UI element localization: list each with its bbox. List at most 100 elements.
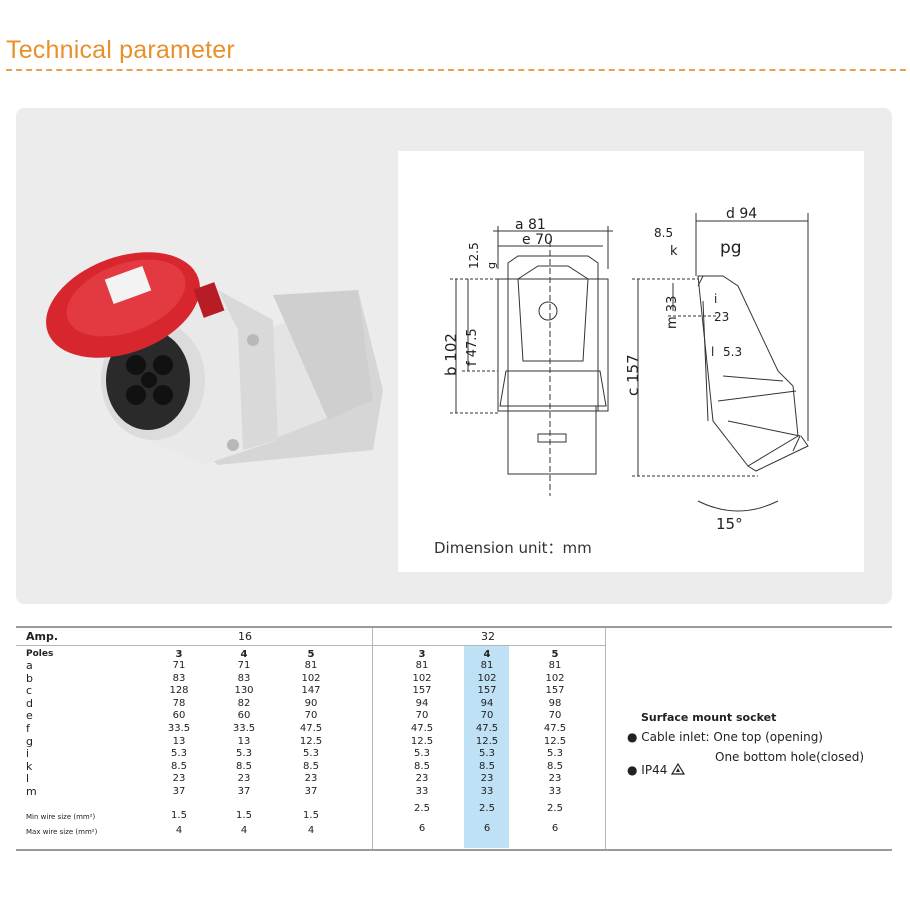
cable-inlet-text: Cable inlet: One top (opening) — [641, 730, 823, 744]
dimension-unit: Dimension unit：mm — [434, 539, 592, 557]
table-cell: 5.3 — [414, 748, 430, 759]
table-cell: 71 — [237, 660, 251, 671]
table-cell: 5.3 — [547, 748, 563, 759]
table-cell: 83 — [172, 673, 186, 684]
table-cell: 23 — [237, 773, 251, 784]
ip-rating-text: IP44 — [641, 763, 668, 777]
table-cell: 33.5 — [167, 723, 191, 734]
min-wire-value: 1.5 — [236, 810, 252, 821]
poles-value: 4 — [483, 649, 491, 660]
table-cell: 47.5 — [543, 723, 567, 734]
notes-panel: Surface mount socket ● Cable inlet: One … — [624, 628, 892, 849]
table-cell: 13 — [237, 736, 251, 747]
min-wire-value: 1.5 — [303, 810, 319, 821]
table-cell: 12.5 — [410, 736, 434, 747]
dimension-drawing-svg: a 81 e 70 12.5 g b 102 f 47.5 d 94 8.5 k… — [442, 206, 809, 533]
max-wire-value: 6 — [418, 823, 426, 834]
row-label: d — [26, 697, 33, 710]
table-cell: 81 — [480, 660, 494, 671]
table-cell: 70 — [415, 710, 429, 721]
min-wire-value: 2.5 — [479, 803, 495, 814]
poles-value: 3 — [418, 649, 426, 660]
dim-l-value: 5.3 — [723, 345, 742, 359]
table-cell: 23 — [304, 773, 318, 784]
table-cell: 37 — [237, 786, 251, 797]
row-label: k — [26, 760, 33, 773]
table-cell: 37 — [172, 786, 186, 797]
page-title: Technical parameter — [6, 36, 235, 64]
max-wire-value: 4 — [240, 825, 248, 836]
row-label: a — [26, 659, 33, 672]
table-cell: 8.5 — [236, 761, 252, 772]
table-cell: 98 — [548, 698, 562, 709]
title-divider — [6, 69, 906, 71]
table-cell: 83 — [237, 673, 251, 684]
max-wire-label: Max wire size (mm²) — [26, 828, 98, 836]
socket-product-image — [46, 252, 383, 465]
dim-c: c 157 — [624, 354, 642, 396]
table-cell: 90 — [304, 698, 318, 709]
table-cell: 102 — [477, 673, 497, 684]
table-cell: 47.5 — [475, 723, 499, 734]
dim-pg: pg — [720, 238, 742, 258]
dim-f: f 47.5 — [465, 328, 480, 366]
ip-rating-note: ● IP44 — [627, 762, 686, 777]
table-cell: 128 — [169, 685, 189, 696]
table-cell: 60 — [172, 710, 186, 721]
table-cell: 157 — [545, 685, 565, 696]
max-wire-value: 6 — [483, 823, 491, 834]
min-wire-label: Min wire size (mm²) — [26, 813, 96, 821]
table-cell: 5.3 — [303, 748, 319, 759]
row-label: g — [26, 735, 33, 748]
min-wire-value: 2.5 — [547, 803, 563, 814]
table-cell: 12.5 — [543, 736, 567, 747]
table-cell: 5.3 — [479, 748, 495, 759]
ip-warning-icon — [671, 762, 686, 775]
poles-label: Poles — [26, 649, 54, 659]
notes-heading: Surface mount socket — [641, 711, 777, 724]
table-cell: 8.5 — [303, 761, 319, 772]
table-cell: 33 — [548, 786, 562, 797]
table-cell: 33.5 — [232, 723, 256, 734]
row-label: m — [26, 785, 37, 798]
dimension-drawing: a 81 e 70 12.5 g b 102 f 47.5 d 94 8.5 k… — [398, 151, 864, 572]
max-wire-value: 4 — [307, 825, 315, 836]
table-cell: 47.5 — [410, 723, 434, 734]
table-cell: 12.5 — [299, 736, 323, 747]
table-cell: 33 — [480, 786, 494, 797]
table-cell: 70 — [548, 710, 562, 721]
table-cell: 37 — [304, 786, 318, 797]
table-cell: 8.5 — [414, 761, 430, 772]
table-cell: 157 — [412, 685, 432, 696]
dim-a: a 81 — [515, 217, 546, 233]
table-cell: 157 — [477, 685, 497, 696]
table-cell: 81 — [415, 660, 429, 671]
dim-i: i — [714, 292, 717, 306]
table-cell: 5.3 — [236, 748, 252, 759]
amp-16: 16 — [238, 630, 252, 643]
min-wire-value: 2.5 — [414, 803, 430, 814]
table-cell: 23 — [480, 773, 494, 784]
column-divider — [605, 628, 606, 849]
table-cell: 23 — [172, 773, 186, 784]
table-cell: 94 — [415, 698, 429, 709]
row-label: l — [26, 772, 30, 785]
dim-e: e 70 — [522, 232, 553, 248]
table-cell: 23 — [415, 773, 429, 784]
min-wire-value: 1.5 — [171, 810, 187, 821]
table-cell: 102 — [301, 673, 321, 684]
max-wire-value: 6 — [551, 823, 559, 834]
table-cell: 5.3 — [171, 748, 187, 759]
dim-g: 12.5 — [467, 242, 481, 269]
row-label: i — [26, 747, 30, 760]
table-cell: 23 — [548, 773, 562, 784]
table-cell: 12.5 — [475, 736, 499, 747]
table-cell: 130 — [234, 685, 254, 696]
dim-angle: 15° — [716, 515, 743, 533]
table-cell: 70 — [480, 710, 494, 721]
poles-value: 3 — [175, 649, 183, 660]
cable-inlet-note: ● Cable inlet: One top (opening) — [627, 730, 823, 744]
dim-m: m 33 — [665, 296, 680, 329]
poles-value: 4 — [240, 649, 248, 660]
